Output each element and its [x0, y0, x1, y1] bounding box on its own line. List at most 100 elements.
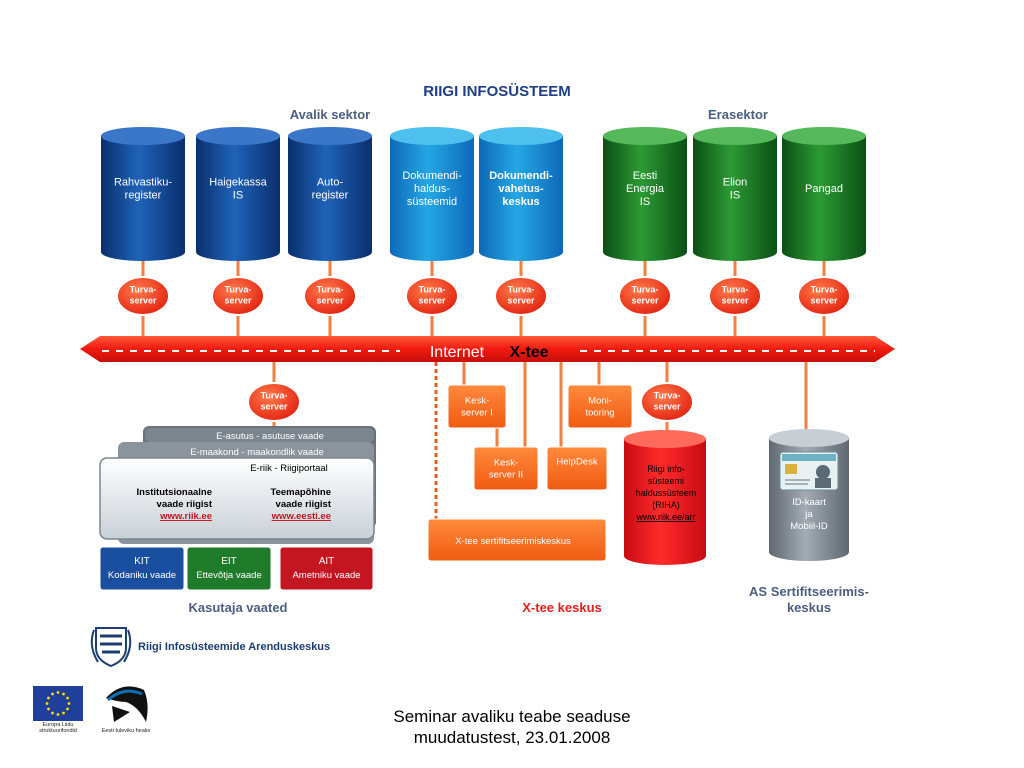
ria-coat-of-arms-icon	[90, 627, 132, 668]
center-box-kesk1: Kesk-server I	[447, 384, 507, 429]
user-view-label: Ametniku vaade	[292, 570, 360, 581]
portal-left-label-2: vaade riigist	[157, 499, 213, 510]
security-server-badge: Turva-server	[211, 276, 265, 316]
security-server-badge: Turva-server	[797, 276, 851, 316]
riha-label-4: (RIHA)	[652, 500, 680, 510]
id-card-icon	[779, 451, 839, 491]
portal-layer-easutus: E-asutus - asutuse vaade	[216, 431, 324, 442]
security-server-label-2: server	[631, 296, 659, 306]
center-box-label-2: server II	[489, 470, 523, 481]
security-server-label-1: Turva-	[225, 285, 252, 295]
database-label-2: register	[312, 190, 349, 202]
portal-layer-eriik: E-riik - Riigiportaal	[250, 463, 328, 474]
portal-right-label-2: vaade riigist	[276, 499, 332, 510]
security-server-label-2: server	[316, 296, 344, 306]
cert-center-box-label: X-tee sertifitseerimiskeskus	[455, 536, 571, 547]
user-view-label: Kodaniku vaade	[108, 570, 176, 581]
security-server-label-1: Turva-	[419, 285, 446, 295]
database-cylinder: Dokumendi-haldus-süsteemid	[390, 127, 474, 261]
bus-xtee-label: X-tee	[509, 344, 548, 361]
security-server-badge: Turva-server	[618, 276, 672, 316]
user-view-code: EIT	[221, 556, 237, 567]
database-label-1: Elion	[723, 177, 747, 189]
security-server-badge: Turva-server	[405, 276, 459, 316]
slide-caption: Seminar avaliku teabe seaduse muudatuste…	[330, 706, 694, 748]
security-server-badge: Turva-server	[640, 382, 694, 422]
security-server-label-1: Turva-	[811, 285, 838, 295]
security-server-label-2: server	[507, 296, 535, 306]
idcard-label-3: Mobiil-ID	[790, 521, 828, 532]
security-server-label-1: Turva-	[317, 285, 344, 295]
database-cylinder: Rahvastiku-register	[101, 127, 185, 261]
database-label-3: IS	[640, 196, 650, 208]
database-label-2: IS	[730, 190, 740, 202]
database-label-1: Auto-	[317, 177, 344, 189]
eu-caption-1: Europa Liidu	[43, 722, 74, 728]
center-box-helpdesk: HelpDesk	[546, 446, 608, 491]
database-label-2: haldus-	[414, 183, 450, 195]
idcard-label-1: ID-kaart	[792, 497, 826, 508]
diagram-title: RIIGI INFOSÜSTEEM	[423, 83, 571, 100]
eu-caption-2: struktuurifondid	[39, 728, 77, 734]
security-server-label-2: server	[653, 402, 681, 412]
xtee-center-label: X-tee keskus	[522, 600, 602, 615]
user-view-kit: KIT Kodaniku vaade	[99, 546, 185, 591]
security-server-badge: Turva-server	[494, 276, 548, 316]
riha-label-5: www.riik.ee/arr	[635, 512, 695, 522]
database-label-2: IS	[233, 190, 243, 202]
database-label-1: Pangad	[805, 183, 843, 195]
center-box-monitoring: Moni-tooring	[567, 384, 633, 429]
security-server-label-1: Turva-	[261, 391, 288, 401]
database-label-2: vahetus-	[498, 183, 544, 195]
security-server-badge: Turva-server	[116, 276, 170, 316]
security-server-label-2: server	[418, 296, 446, 306]
database-label-1: Haigekassa	[209, 177, 267, 189]
public-sector-label: Avalik sektor	[290, 107, 370, 122]
center-box-kesk2: Kesk-server II	[473, 446, 539, 491]
xtee-bus: Internet X-tee	[80, 336, 895, 362]
portal-layer-emaakond: E-maakond - maakondlik vaade	[190, 447, 324, 458]
database-label-1: Dokumendi-	[489, 170, 553, 182]
center-box-label-2: tooring	[585, 408, 614, 419]
center-box-label-2: server I	[461, 408, 493, 419]
security-server-badge: Turva-server	[708, 276, 762, 316]
riha-label-1: Riigi info-	[647, 464, 685, 474]
database-cylinder: Auto-register	[288, 127, 372, 261]
caption-line-2: muudatustest, 23.01.2008	[413, 728, 611, 747]
database-label-2: Energia	[626, 183, 665, 195]
private-sector-label: Erasektor	[708, 107, 768, 122]
security-server-label-2: server	[721, 296, 749, 306]
cert-center-label-2: keskus	[787, 600, 831, 615]
riha-label-3: haldussüsteem	[636, 488, 697, 498]
portal-right-label-1: Teemapõhine	[270, 487, 331, 498]
database-cylinder: Dokumendi-vahetus-keskus	[479, 127, 563, 261]
database-label-1: Eesti	[633, 170, 657, 182]
security-server-label-1: Turva-	[130, 285, 157, 295]
security-server-label-1: Turva-	[632, 285, 659, 295]
cert-center-label-1: AS Sertifitseerimis-	[749, 584, 869, 599]
user-view-code: AIT	[319, 556, 335, 567]
security-server-label-2: server	[260, 402, 288, 412]
user-views-label: Kasutaja vaated	[189, 600, 288, 615]
user-view-label: Ettevõtja vaade	[196, 570, 262, 581]
center-box-label-1: HelpDesk	[556, 457, 597, 468]
user-view-code: KIT	[134, 556, 150, 567]
center-box-label-1: Moni-	[588, 396, 612, 407]
security-server-label-1: Turva-	[722, 285, 749, 295]
bus-internet-label: Internet	[430, 344, 485, 361]
portal-stack: E-asutus - asutuse vaade E-maakond - maa…	[99, 426, 376, 544]
estonia-swallow-icon	[106, 686, 148, 722]
security-server-badge: Turva-server	[247, 382, 301, 422]
portal-left-label-1: Institutsionaalne	[137, 487, 212, 498]
security-server-label-2: server	[810, 296, 838, 306]
portal-right-label-3: www.eesti.ee	[271, 511, 331, 522]
caption-line-1: Seminar avaliku teabe seaduse	[393, 707, 631, 726]
database-label-1: Rahvastiku-	[114, 177, 172, 189]
database-label-3: keskus	[502, 196, 539, 208]
database-label-3: süsteemid	[407, 196, 457, 208]
